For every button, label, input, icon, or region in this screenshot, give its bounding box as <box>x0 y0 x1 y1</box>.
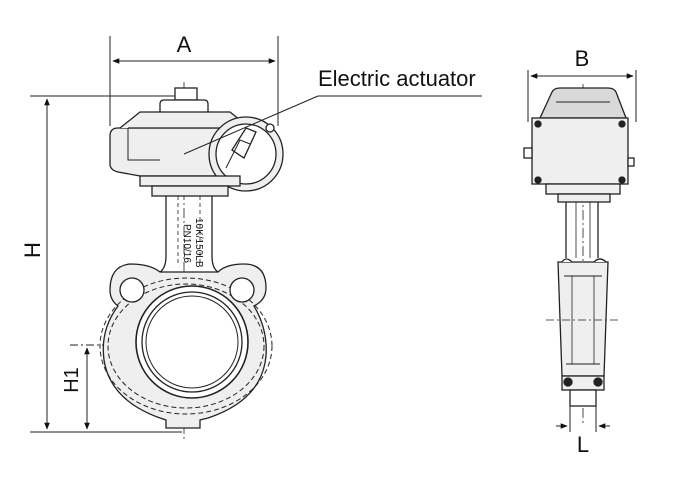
valve-body <box>99 263 273 429</box>
dimension-b <box>527 70 637 122</box>
valve-neck <box>159 196 219 273</box>
dimension-h-label: H <box>20 242 45 258</box>
dimension-a-label: A <box>177 32 192 57</box>
body-marking: 10K/150LB PN10/16 <box>181 218 204 268</box>
callout-actuator-label: Electric actuator <box>318 66 476 91</box>
actuator-top-cap <box>159 87 209 112</box>
side-valve-neck <box>565 202 599 258</box>
front-view: 10K/150LB PN10/16 <box>30 36 482 440</box>
dimension-a <box>109 36 279 126</box>
mounting-flange <box>139 175 241 197</box>
dimension-l <box>556 406 610 432</box>
dimension-h <box>30 95 182 433</box>
dimension-h1-label: H1 <box>61 367 83 393</box>
dimension-l-label: L <box>577 432 589 457</box>
body-marking-line2: PN10/16 <box>181 224 192 263</box>
side-actuator-body <box>523 117 635 185</box>
callout-leader <box>183 95 482 155</box>
dimension-b-label: B <box>575 46 590 71</box>
side-mounting-flange <box>545 183 621 203</box>
side-view <box>523 70 637 432</box>
side-valve-body <box>546 258 620 407</box>
body-marking-line1: 10K/150LB <box>193 218 204 268</box>
side-actuator-cap <box>538 87 627 119</box>
